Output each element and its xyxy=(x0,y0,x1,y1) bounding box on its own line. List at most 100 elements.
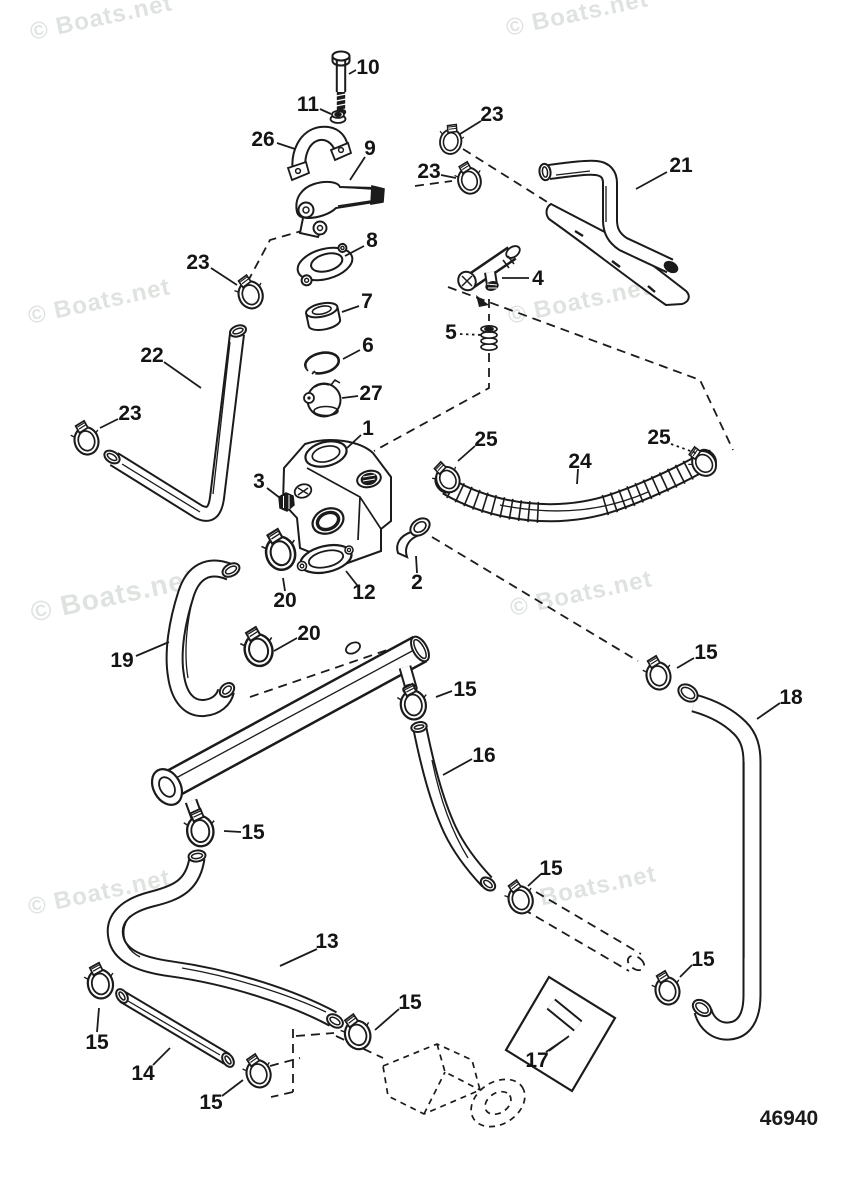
part-7-sleeve xyxy=(305,301,342,331)
hose-clamp xyxy=(439,123,465,155)
hose24-ribs xyxy=(446,456,702,523)
hose-clamp xyxy=(504,878,534,915)
callout-leader xyxy=(756,702,781,720)
part-callout-21: 21 xyxy=(669,154,693,177)
callout-leader xyxy=(152,1047,171,1066)
rib xyxy=(517,500,523,522)
hose-clamps-layer xyxy=(70,123,718,1089)
callout-leader xyxy=(282,577,286,592)
part-5-spring xyxy=(480,324,498,352)
hose-clamp xyxy=(239,625,274,668)
hoses-layer xyxy=(106,159,762,1065)
hose-clamp xyxy=(454,160,482,195)
rib xyxy=(508,498,514,520)
callout-leader xyxy=(348,69,357,75)
watermark: © Boats.net xyxy=(506,273,653,329)
hose-clamp xyxy=(431,460,461,494)
part-10-bolt xyxy=(331,50,351,116)
part-callout-15: 15 xyxy=(199,1091,223,1114)
part-callout-24: 24 xyxy=(568,450,592,473)
part-callout-9: 9 xyxy=(364,137,376,160)
part-callout-22: 22 xyxy=(140,344,163,367)
callout-layer: 1234567891011121314151515151515151516171… xyxy=(85,56,803,1114)
callout-leader xyxy=(442,758,473,776)
callout-leader xyxy=(273,637,298,652)
reference-pump-dashed xyxy=(382,1043,526,1128)
part-8-gasket xyxy=(296,242,354,287)
rib xyxy=(536,501,540,523)
hose-clamp xyxy=(651,969,681,1006)
part-12-gasket xyxy=(296,543,354,575)
part-callout-25: 25 xyxy=(474,428,498,451)
dash-cover-to-clamp xyxy=(414,180,453,187)
watermark: © Boats.net xyxy=(28,0,175,46)
hose-opening xyxy=(663,260,679,274)
callout-leader xyxy=(266,487,281,499)
callout-leader xyxy=(459,120,482,135)
dash-fitting-to-hose24 xyxy=(447,286,734,451)
rib xyxy=(454,482,465,503)
callout-leader xyxy=(415,555,418,574)
callout-leader xyxy=(223,830,242,833)
dash-reference-tube xyxy=(522,891,642,972)
dash-bracket xyxy=(270,1029,335,1098)
part-26-bracket xyxy=(286,125,353,182)
hose-opening xyxy=(677,683,699,703)
part-callout-10: 10 xyxy=(356,56,379,79)
callout-leader xyxy=(96,1007,100,1033)
part-18-hose xyxy=(691,693,762,1041)
part-callout-23: 23 xyxy=(186,251,209,274)
part-callout-18: 18 xyxy=(779,686,803,709)
watermark: © Boats.net xyxy=(504,0,651,42)
part-6-retaining-ring xyxy=(301,351,341,379)
callout-leader xyxy=(349,156,366,181)
hose-opening xyxy=(410,635,430,663)
part-27-thermostat xyxy=(303,378,342,418)
callout-leader xyxy=(342,349,361,360)
part-callout-6: 6 xyxy=(362,334,374,357)
rib xyxy=(609,492,619,513)
hose-clamp xyxy=(183,807,215,848)
shading-lines xyxy=(121,170,745,1056)
callout-leader xyxy=(545,1036,569,1053)
hose-clamp xyxy=(242,1052,272,1089)
callout-leader xyxy=(440,174,457,179)
dash-pipe-axis xyxy=(249,646,397,698)
part-callout-23: 23 xyxy=(417,160,440,183)
part-callout-19: 19 xyxy=(110,649,133,672)
rib xyxy=(682,460,694,480)
hose-clamp xyxy=(642,654,672,691)
part-callout-14: 14 xyxy=(131,1062,155,1085)
drawing-number: 46940 xyxy=(760,1107,818,1130)
part-callout-15: 15 xyxy=(85,1031,109,1054)
rib xyxy=(674,464,686,484)
hose-clamp xyxy=(234,273,264,310)
part-callout-2: 2 xyxy=(411,571,423,594)
callout-leader xyxy=(576,468,579,485)
rib xyxy=(618,489,627,510)
part-callout-4: 4 xyxy=(532,267,544,290)
part-callout-13: 13 xyxy=(315,930,338,953)
parts-layer xyxy=(278,50,617,1093)
part-callout-15: 15 xyxy=(241,821,265,844)
part-callout-12: 12 xyxy=(352,581,375,604)
callout-leader xyxy=(210,267,238,286)
callout-leader xyxy=(679,964,693,978)
callout-leader xyxy=(457,445,476,462)
callout-leader xyxy=(527,873,542,887)
pipe-end-flange xyxy=(150,768,184,806)
rib xyxy=(499,496,506,518)
callout-leader xyxy=(279,948,318,967)
hose-clamp xyxy=(70,419,100,456)
dash-reference-tube-end xyxy=(626,954,646,972)
part-callout-27: 27 xyxy=(359,382,382,405)
hose-clamp xyxy=(261,527,297,572)
callout-leader xyxy=(163,361,202,389)
callout-leader xyxy=(635,171,668,190)
part-1-thermostat-housing xyxy=(281,439,392,567)
part-callout-15: 15 xyxy=(398,991,422,1014)
callout-leader xyxy=(341,305,360,313)
part-callout-20: 20 xyxy=(273,589,296,612)
